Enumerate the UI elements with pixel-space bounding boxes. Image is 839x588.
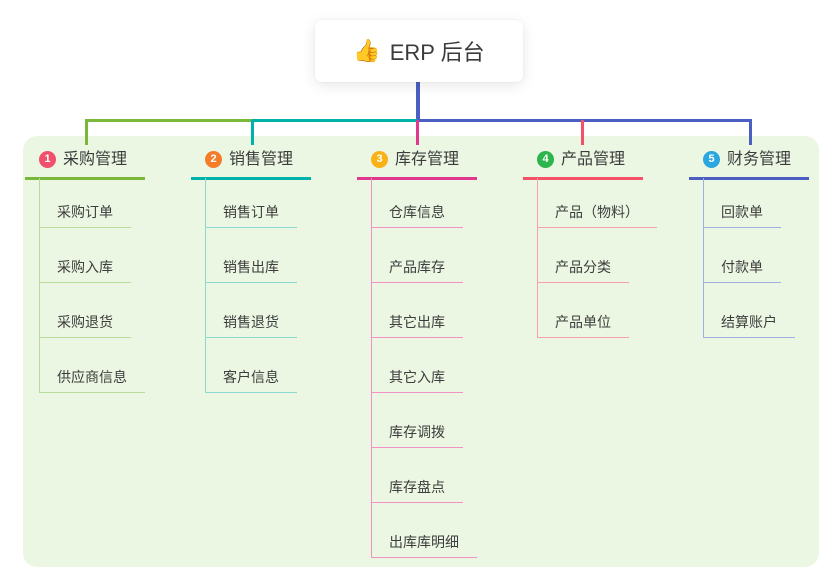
- root-node-label: ERP 后台: [389, 40, 485, 65]
- child-node[interactable]: 产品库存: [372, 228, 463, 283]
- branch-number-badge: 2: [205, 151, 222, 168]
- child-node[interactable]: 产品（物料）: [538, 178, 657, 228]
- branch-title-finance[interactable]: 5 财务管理: [689, 149, 809, 180]
- branch-title-label: 产品管理: [561, 151, 626, 168]
- branch-drop-line-3: [416, 120, 419, 145]
- branch-children-product: 产品（物料） 产品分类 产品单位: [537, 178, 657, 338]
- branch-number-badge: 5: [703, 151, 720, 168]
- child-node[interactable]: 采购入库: [40, 228, 131, 283]
- child-node[interactable]: 其它出库: [372, 283, 463, 338]
- branch-drop-line-4: [581, 120, 584, 145]
- branch-drop-line-2: [251, 120, 254, 145]
- branch-children-inventory: 仓库信息 产品库存 其它出库 其它入库 库存调拨 库存盘点 出库库明细: [371, 178, 477, 558]
- branch-title-purchase[interactable]: 1 采购管理: [25, 149, 145, 180]
- connector-segment-right: [417, 119, 752, 122]
- child-node[interactable]: 供应商信息: [40, 338, 145, 393]
- branch-children-purchase: 采购订单 采购入库 采购退货 供应商信息: [39, 178, 145, 393]
- child-node[interactable]: 库存调拨: [372, 393, 463, 448]
- child-node[interactable]: 产品单位: [538, 283, 629, 338]
- branch-title-product[interactable]: 4 产品管理: [523, 149, 643, 180]
- connector-segment-middle: [252, 119, 418, 122]
- child-node[interactable]: 销售订单: [206, 178, 297, 228]
- branch-children-sales: 销售订单 销售出库 销售退货 客户信息: [205, 178, 297, 393]
- branch-title-sales[interactable]: 2 销售管理: [191, 149, 311, 180]
- root-connector-line: [416, 80, 420, 121]
- branch-drop-line-5: [749, 120, 752, 145]
- child-node[interactable]: 销售退货: [206, 283, 297, 338]
- branches-panel: [23, 136, 819, 567]
- child-node[interactable]: 其它入库: [372, 338, 463, 393]
- branch-number-badge: 4: [537, 151, 554, 168]
- root-node[interactable]: 👍 ERP 后台: [315, 20, 523, 82]
- child-node[interactable]: 回款单: [704, 178, 781, 228]
- child-node[interactable]: 产品分类: [538, 228, 629, 283]
- thumbs-up-icon: 👍: [353, 38, 381, 63]
- branch-title-label: 销售管理: [229, 151, 294, 168]
- branch-drop-line-1: [85, 120, 88, 145]
- branch-children-finance: 回款单 付款单 结算账户: [703, 178, 795, 338]
- child-node[interactable]: 付款单: [704, 228, 781, 283]
- child-node[interactable]: 出库库明细: [372, 503, 477, 558]
- branch-number-badge: 3: [371, 151, 388, 168]
- branch-title-label: 采购管理: [63, 151, 128, 168]
- branch-title-inventory[interactable]: 3 库存管理: [357, 149, 477, 180]
- child-node[interactable]: 结算账户: [704, 283, 795, 338]
- branch-number-badge: 1: [39, 151, 56, 168]
- child-node[interactable]: 仓库信息: [372, 178, 463, 228]
- child-node[interactable]: 库存盘点: [372, 448, 463, 503]
- branch-title-label: 财务管理: [727, 151, 792, 168]
- child-node[interactable]: 采购退货: [40, 283, 131, 338]
- branch-title-label: 库存管理: [395, 151, 460, 168]
- child-node[interactable]: 采购订单: [40, 178, 131, 228]
- connector-segment-left: [85, 119, 253, 122]
- child-node[interactable]: 销售出库: [206, 228, 297, 283]
- child-node[interactable]: 客户信息: [206, 338, 297, 393]
